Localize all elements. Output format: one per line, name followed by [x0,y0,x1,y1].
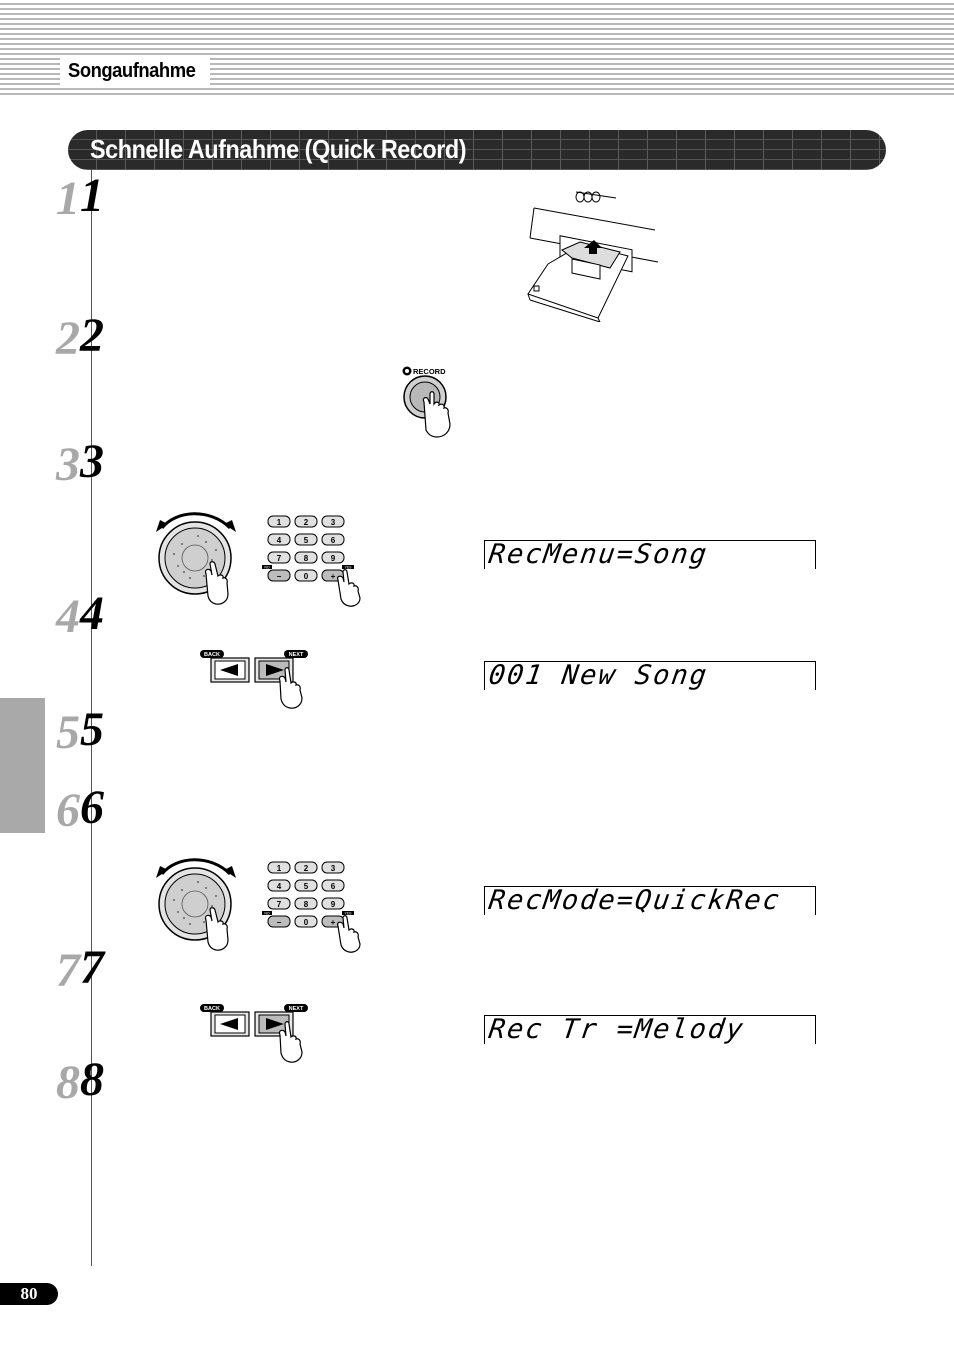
key-plus: + [331,572,336,581]
back-label: BACK [204,652,220,658]
lcd-text-1: RecMenu=Song [486,539,711,570]
section-title: Schnelle Aufnahme (Quick Record) [90,134,467,164]
number-keypad-1: 1 2 3 4 5 6 7 8 9 − 0 + NO YES [262,515,361,607]
back-next-buttons-2: BACK NEXT [200,1004,308,1063]
key-1: 1 [277,518,282,527]
yes-label: YES [344,566,352,570]
lcd-text-2: 001 New Song [486,660,711,691]
key-1: 1 [277,864,282,873]
lcd-display-2: 001 New Song [484,660,816,691]
key-3: 3 [331,518,336,527]
key-5: 5 [304,882,309,891]
next-label: NEXT [289,1006,304,1012]
page-number: 80 [0,1283,58,1305]
key-9: 9 [331,554,336,563]
key-0: 0 [304,572,309,581]
back-next-buttons-1: BACK NEXT [200,650,308,709]
key-plus: + [331,918,336,927]
data-dial-illustration-2 [156,858,236,951]
side-tab [0,698,45,833]
record-button-illustration: RECORD [402,366,451,438]
key-4: 4 [277,882,282,891]
yes-label: YES [344,912,352,916]
key-2: 2 [304,518,309,527]
key-8: 8 [304,900,309,909]
key-5: 5 [304,536,309,545]
no-label: NO [264,912,270,916]
lcd-text-4: Rec Tr =Melody [486,1014,747,1045]
key-8: 8 [304,554,309,563]
key-7: 7 [277,554,282,563]
next-label: NEXT [289,652,304,658]
key-7: 7 [277,900,282,909]
data-dial-illustration-1 [156,512,236,605]
lcd-display-3: RecMode=QuickRec [484,885,816,916]
chapter-title: Songaufnahme [68,60,196,82]
header-label-background [60,58,210,88]
key-4: 4 [277,536,282,545]
lcd-text-3: RecMode=QuickRec [486,885,784,916]
key-9: 9 [331,900,336,909]
lcd-display-1: RecMenu=Song [484,539,816,570]
record-label: RECORD [413,367,446,376]
section-banner [68,130,886,170]
key-3: 3 [331,864,336,873]
no-label: NO [264,566,270,570]
lcd-display-4: Rec Tr =Melody [484,1014,816,1045]
key-minus: − [277,918,282,927]
key-2: 2 [304,864,309,873]
back-label: BACK [204,1006,220,1012]
key-0: 0 [304,918,309,927]
key-minus: − [277,572,282,581]
steps-vertical-line [91,170,92,1266]
key-6: 6 [331,882,336,891]
key-6: 6 [331,536,336,545]
floppy-drive-illustration [527,191,659,322]
number-keypad-2: 1 2 3 4 5 6 7 8 9 − 0 + NO YES [262,861,361,953]
